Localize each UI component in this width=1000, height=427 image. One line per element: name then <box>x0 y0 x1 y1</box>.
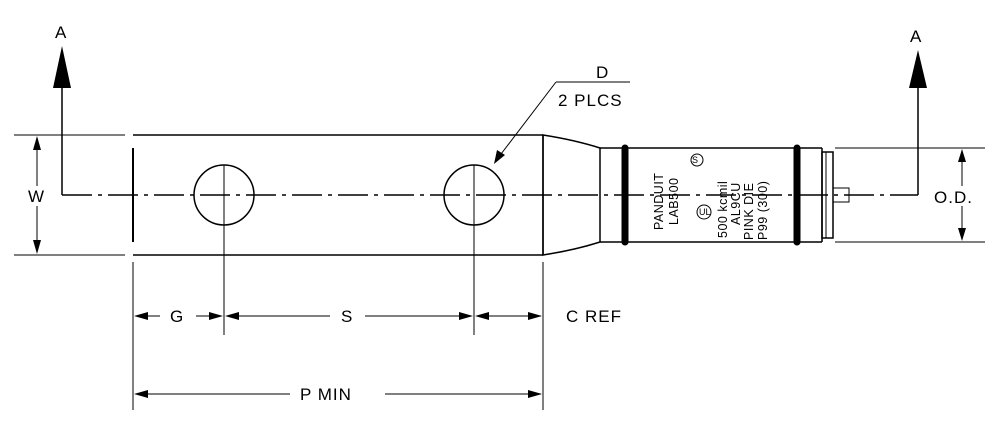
csa-icon: S <box>690 153 704 167</box>
extension-lines <box>132 165 544 410</box>
section-marker-right: A <box>909 27 927 195</box>
section-label-right: A <box>910 27 922 46</box>
marking-line5: PINK DIE <box>742 183 756 241</box>
marking-line2: LAB500 <box>667 178 681 225</box>
w-label: W <box>28 187 45 206</box>
marking-line1: PANDUIT <box>652 173 666 230</box>
p-min-label: P MIN <box>300 385 352 404</box>
callout-plcs: 2 PLCS <box>558 91 623 110</box>
section-arrow-right-icon <box>909 50 927 88</box>
section-marker-left: A <box>53 23 71 195</box>
gsc-dimension: G S C REF <box>134 307 622 326</box>
marking-line6: P99 (300) <box>756 181 770 240</box>
marking-line3: 500 kcmil <box>716 181 730 238</box>
section-label-left: A <box>55 23 67 42</box>
section-arrow-left-icon <box>53 46 71 88</box>
s-label: S <box>341 307 353 326</box>
p-min-dimension: P MIN <box>134 385 542 404</box>
svg-text:S: S <box>692 155 698 165</box>
ul-icon: UL <box>696 204 712 220</box>
w-dimension: W <box>14 134 125 256</box>
hole-callout: D 2 PLCS <box>494 63 630 164</box>
od-label: O.D. <box>934 188 973 207</box>
marking-line4: AL9CU <box>729 182 743 225</box>
c-ref-label: C REF <box>566 307 622 326</box>
barrel-marking: PANDUIT LAB500 S UL 500 kcmil AL9CU PINK… <box>652 153 770 241</box>
svg-text:UL: UL <box>699 207 711 217</box>
od-dimension: O.D. <box>835 147 988 243</box>
callout-d: D <box>596 63 609 82</box>
g-label: G <box>170 307 184 326</box>
